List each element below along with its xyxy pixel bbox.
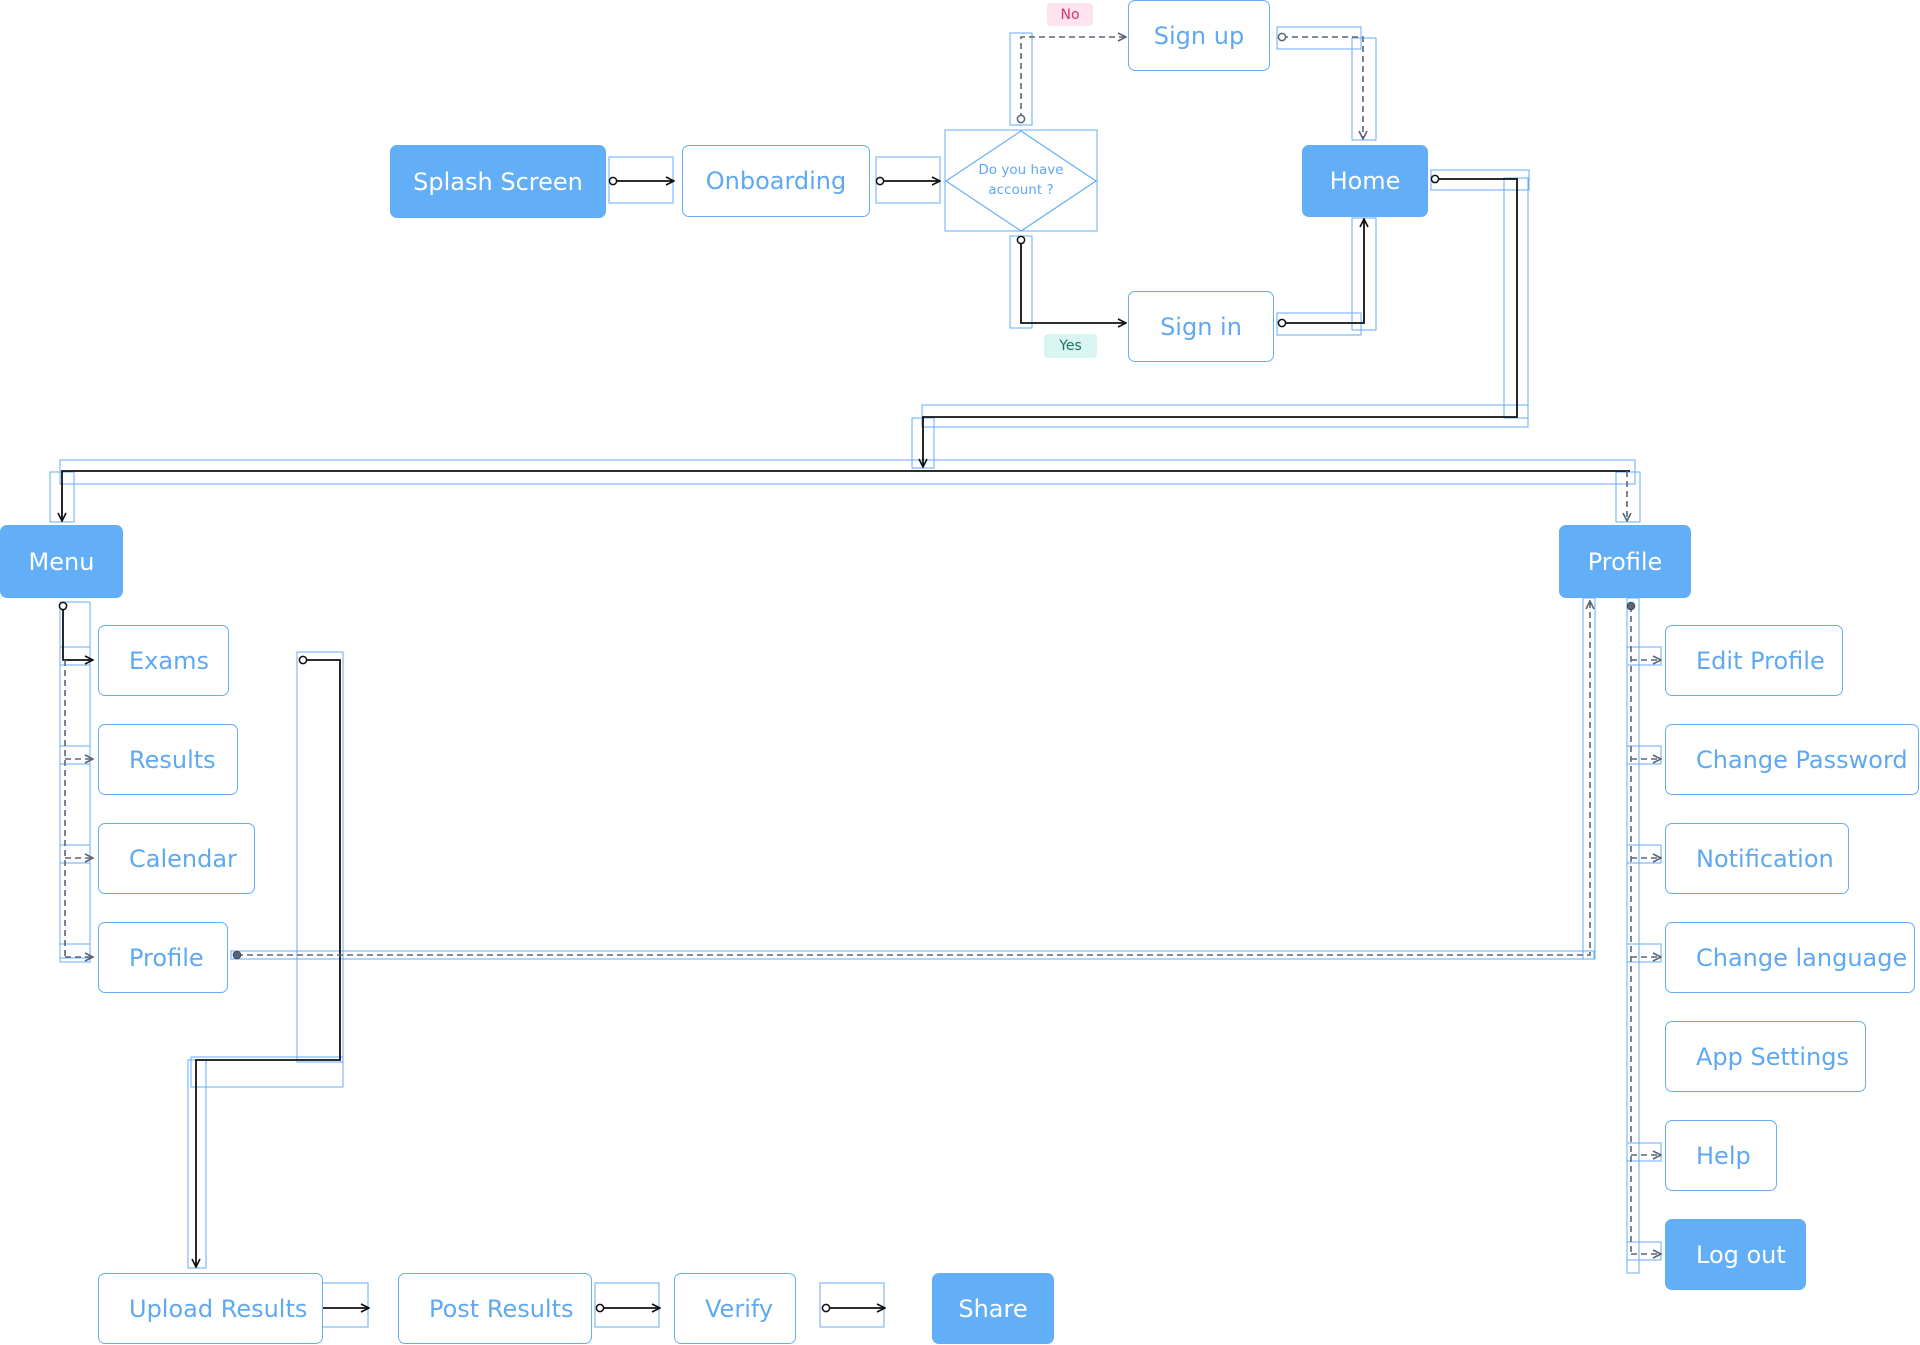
menu-profile-node[interactable]: Profile xyxy=(98,922,228,993)
notification-node[interactable]: Notification xyxy=(1665,823,1849,894)
results-node[interactable]: Results xyxy=(98,724,238,795)
calendar-node[interactable]: Calendar xyxy=(98,823,255,894)
decision-diamond[interactable] xyxy=(944,130,1098,232)
onboarding-node[interactable]: Onboarding xyxy=(682,145,870,217)
splash-screen-node[interactable]: Splash Screen xyxy=(390,145,606,218)
filled-connector-dots xyxy=(232,601,1636,960)
menu-node[interactable]: Menu xyxy=(0,525,123,598)
sign-in-node[interactable]: Sign in xyxy=(1128,291,1274,362)
log-out-node[interactable]: Log out xyxy=(1665,1219,1806,1290)
connector-dots xyxy=(58,174,1440,1313)
app-settings-node[interactable]: App Settings xyxy=(1665,1021,1866,1092)
decision-label-line1: Do you have xyxy=(978,162,1064,178)
dashed-connectors xyxy=(64,37,1661,1254)
change-password-node[interactable]: Change Password xyxy=(1665,724,1919,795)
profile-main-node[interactable]: Profile xyxy=(1559,525,1691,598)
verify-node[interactable]: Verify xyxy=(674,1273,796,1344)
no-branch-tag: No xyxy=(1047,3,1093,26)
solid-connectors xyxy=(62,179,1630,1308)
change-language-node[interactable]: Change language xyxy=(1665,922,1915,993)
connector-frames xyxy=(49,26,1662,1328)
decision-label-line2: account ? xyxy=(988,181,1054,198)
sign-up-node[interactable]: Sign up xyxy=(1128,0,1270,71)
share-node[interactable]: Share xyxy=(932,1273,1054,1344)
edit-profile-node[interactable]: Edit Profile xyxy=(1665,625,1843,696)
yes-branch-tag: Yes xyxy=(1044,334,1097,358)
home-node[interactable]: Home xyxy=(1302,145,1428,217)
exams-node[interactable]: Exams xyxy=(98,625,229,696)
post-results-node[interactable]: Post Results xyxy=(398,1273,592,1344)
decision-label: Do you have account ? xyxy=(961,161,1081,200)
upload-results-node[interactable]: Upload Results xyxy=(98,1273,323,1344)
help-node[interactable]: Help xyxy=(1665,1120,1777,1191)
dashed-connector-dots xyxy=(1016,32,1287,124)
